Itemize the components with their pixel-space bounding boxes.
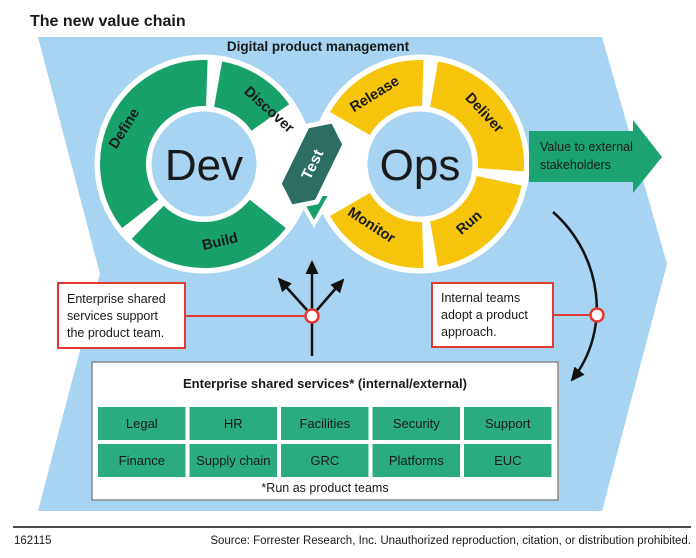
service-cell — [372, 444, 460, 477]
callout-right-line1: Internal teams — [441, 291, 520, 305]
dev-label: Dev — [165, 141, 243, 190]
shared-services-row1: Legal HR Facilities Security Support — [98, 407, 552, 440]
service-cell-label: HR — [224, 416, 243, 431]
value-arrow-text-line2: stakeholders — [540, 158, 611, 172]
figure-title: The new value chain — [30, 13, 186, 30]
shared-services-arrows — [277, 260, 345, 356]
service-cell-label: Supply chain — [196, 453, 270, 468]
service-cell — [98, 444, 186, 477]
callout-left-line2: services support — [67, 309, 159, 323]
value-arrow: Value to external stakeholders — [529, 120, 662, 193]
service-cell — [189, 444, 277, 477]
callout-internal-teams: Internal teams adopt a product approach. — [431, 282, 605, 348]
callout-left-anchor-dot — [304, 308, 320, 324]
arrow-up-left — [277, 277, 308, 311]
callout-right-line2: adopt a product — [441, 308, 528, 322]
internal-teams-curved-arrow — [552, 211, 598, 382]
callout-left-line3: the product team. — [67, 326, 164, 340]
figure-footer: 162115 Source: Forrester Research, Inc. … — [13, 526, 691, 547]
callout-left-box — [57, 282, 186, 349]
arrow-up-right — [316, 278, 345, 311]
callout-right-box — [431, 282, 554, 348]
ops-loop-ring — [329, 60, 524, 268]
service-cell — [189, 407, 277, 440]
service-cell-label: Security — [393, 416, 440, 431]
ops-segment-monitor-arc — [329, 192, 424, 268]
shared-services-row2: Finance Supply chain GRC Platforms EUC — [98, 444, 552, 477]
callout-right-line3: approach. — [441, 325, 497, 339]
ops-segment-release-arc — [329, 60, 424, 136]
service-cell-label: Support — [485, 416, 531, 431]
service-cell-label: GRC — [310, 453, 339, 468]
dev-loop-ring — [100, 60, 290, 269]
value-arrow-text-line1: Value to external — [540, 140, 633, 154]
test-banner: Test — [276, 118, 348, 210]
service-cell-label: Legal — [126, 416, 158, 431]
source-note: Source: Forrester Research, Inc. Unautho… — [210, 535, 691, 547]
dev-segment-build-arc — [131, 199, 286, 269]
ops-segment-run-arc — [429, 175, 522, 267]
callout-left-line1: Enterprise shared — [67, 292, 166, 306]
digital-product-management-label: Digital product management — [227, 39, 410, 54]
callout-enterprise-shared-services: Enterprise shared services support the p… — [57, 282, 320, 349]
value-arrow-head — [633, 120, 662, 193]
shared-services-footnote: *Run as product teams — [261, 481, 388, 495]
figure-id: 162115 — [14, 535, 52, 547]
test-banner-shape — [276, 118, 348, 210]
service-cell — [98, 407, 186, 440]
shared-services-title: Enterprise shared services* (internal/ex… — [183, 376, 467, 391]
service-cell-label: Platforms — [389, 453, 444, 468]
callout-right-anchor-dot — [589, 307, 605, 323]
service-cell — [281, 444, 369, 477]
segment-label-build: Build — [201, 230, 240, 254]
ops-label: Ops — [380, 141, 461, 190]
service-cell — [372, 407, 460, 440]
service-cell — [464, 444, 552, 477]
value-arrow-body — [529, 131, 633, 182]
dev-segment-define-arc — [100, 60, 208, 229]
service-cell-label: EUC — [494, 453, 521, 468]
shared-services-box: Enterprise shared services* (internal/ex… — [91, 361, 559, 501]
ops-segment-deliver-arc — [429, 61, 524, 172]
service-cell-label: Finance — [119, 453, 165, 468]
service-cell — [464, 407, 552, 440]
service-cell-label: Facilities — [300, 416, 351, 431]
dev-segment-discover-arc — [213, 61, 290, 132]
service-cell — [281, 407, 369, 440]
